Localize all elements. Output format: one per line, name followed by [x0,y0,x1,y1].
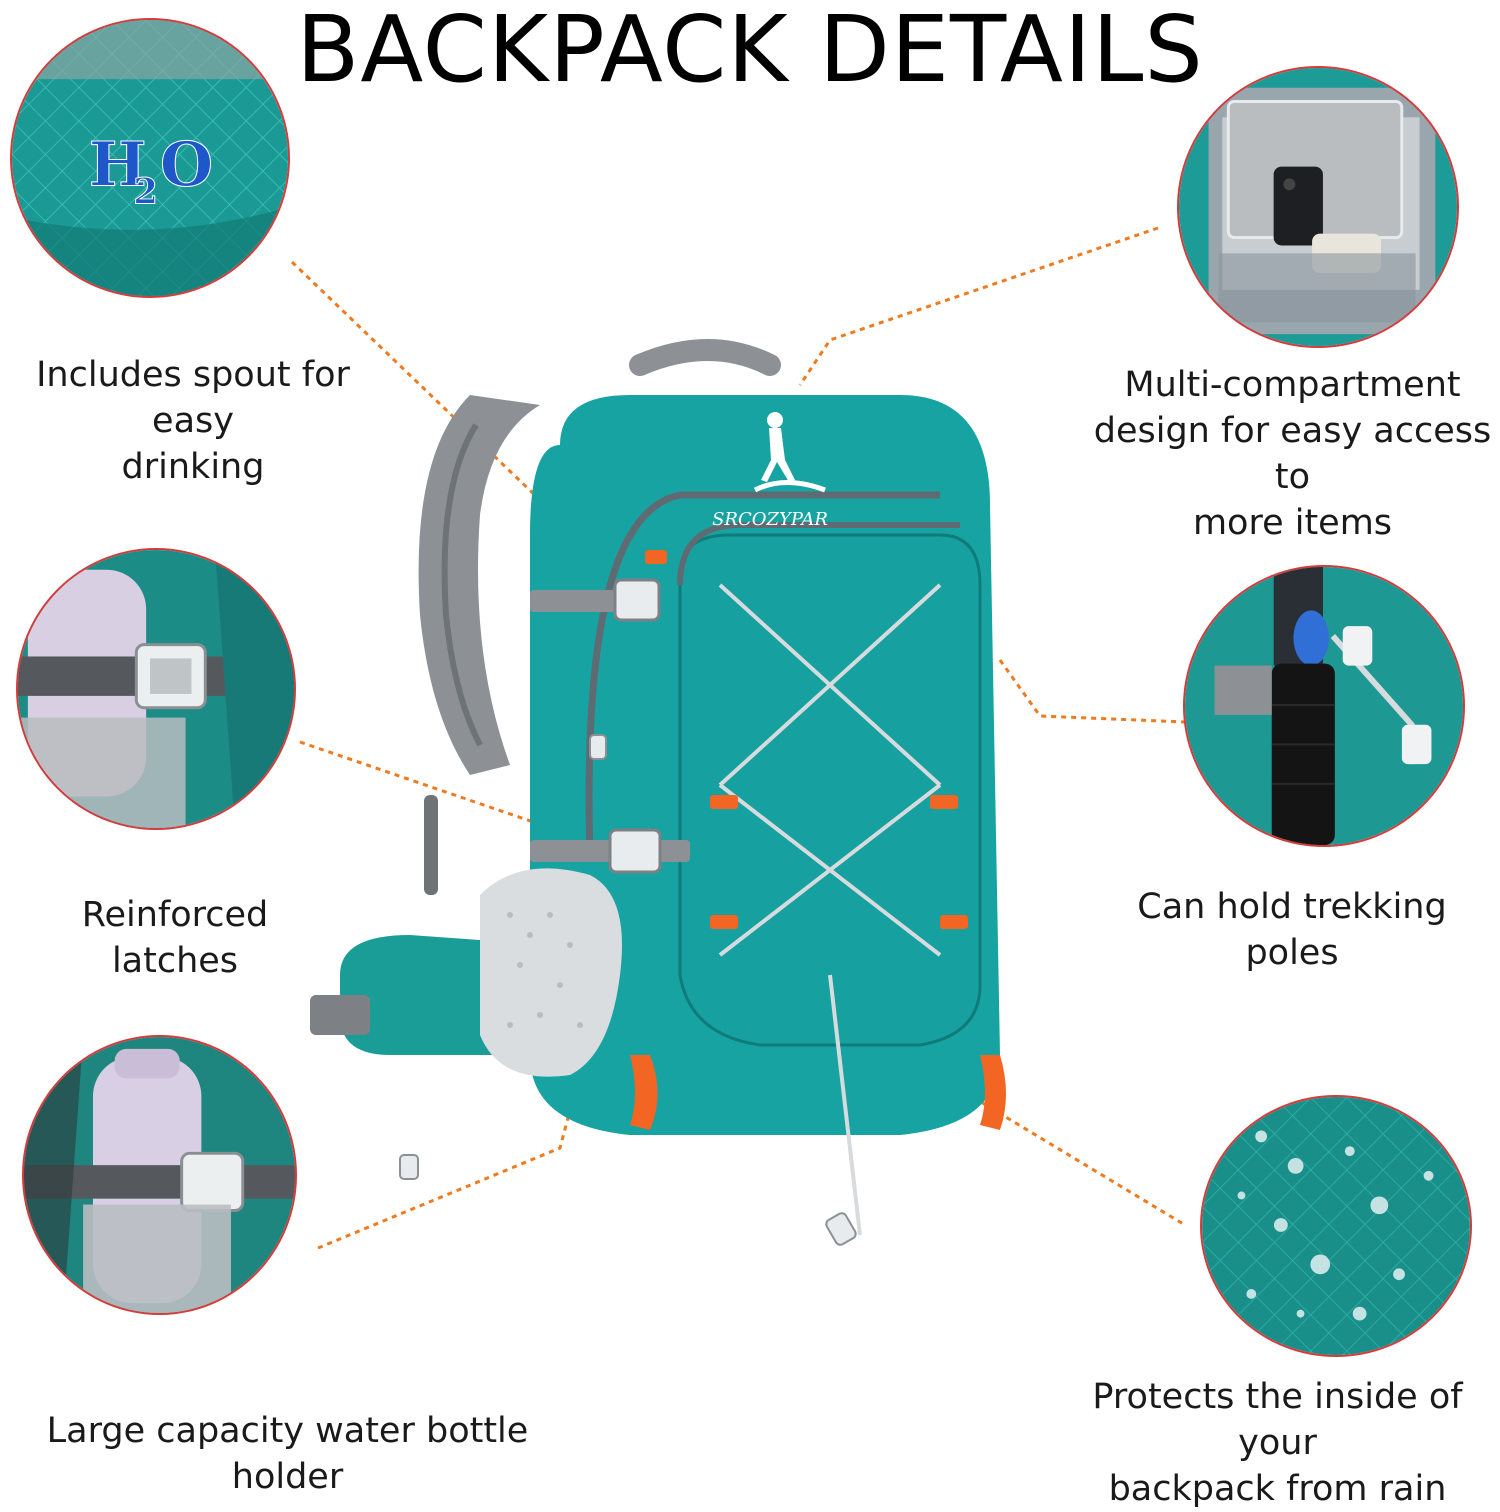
brand-logo-text: SRCOZYPAR [712,509,828,530]
label-latches-text: Reinforced latches [81,895,269,981]
label-bottle-text: Large capacity water bottle holder [46,1411,529,1497]
latches-detail-circle [16,548,296,830]
label-compartment: Multi-compartment design for easy access… [1085,362,1500,546]
label-trekking-text: Can hold trekking poles [1137,887,1447,973]
label-spout: Includes spout for easy drinking [0,352,386,490]
page-title: BACKPACK DETAILS [296,0,1204,103]
hiker-logo-icon [753,412,826,493]
label-latches: Reinforced latches [14,892,336,984]
label-compartment-line1: Multi-compartment [1124,365,1461,405]
compartment-detail-circle [1177,66,1459,348]
spout-detail-circle: H 2 O [10,18,290,298]
label-bottle: Large capacity water bottle holder [0,1408,575,1500]
label-spout-line2: drinking [121,447,265,487]
label-rain: Protects the inside of your backpack fro… [1055,1374,1500,1512]
svg-text:H: H [89,130,147,201]
label-spout-line1: Includes spout for easy [36,355,350,441]
label-compartment-line3: more items [1192,503,1393,543]
trekking-detail-circle [1183,565,1465,847]
svg-text:2: 2 [133,171,158,212]
bottle-holder-detail-circle [22,1035,297,1315]
svg-text:O: O [160,130,213,201]
label-rain-line1: Protects the inside of your [1092,1377,1463,1463]
label-rain-line2: backpack from rain [1108,1469,1447,1509]
label-trekking: Can hold trekking poles [1088,884,1496,976]
label-compartment-line2: design for easy access to [1093,411,1492,497]
rain-detail-circle [1200,1095,1472,1357]
backpack-illustration: SRCOZYPAR [310,339,1006,1246]
